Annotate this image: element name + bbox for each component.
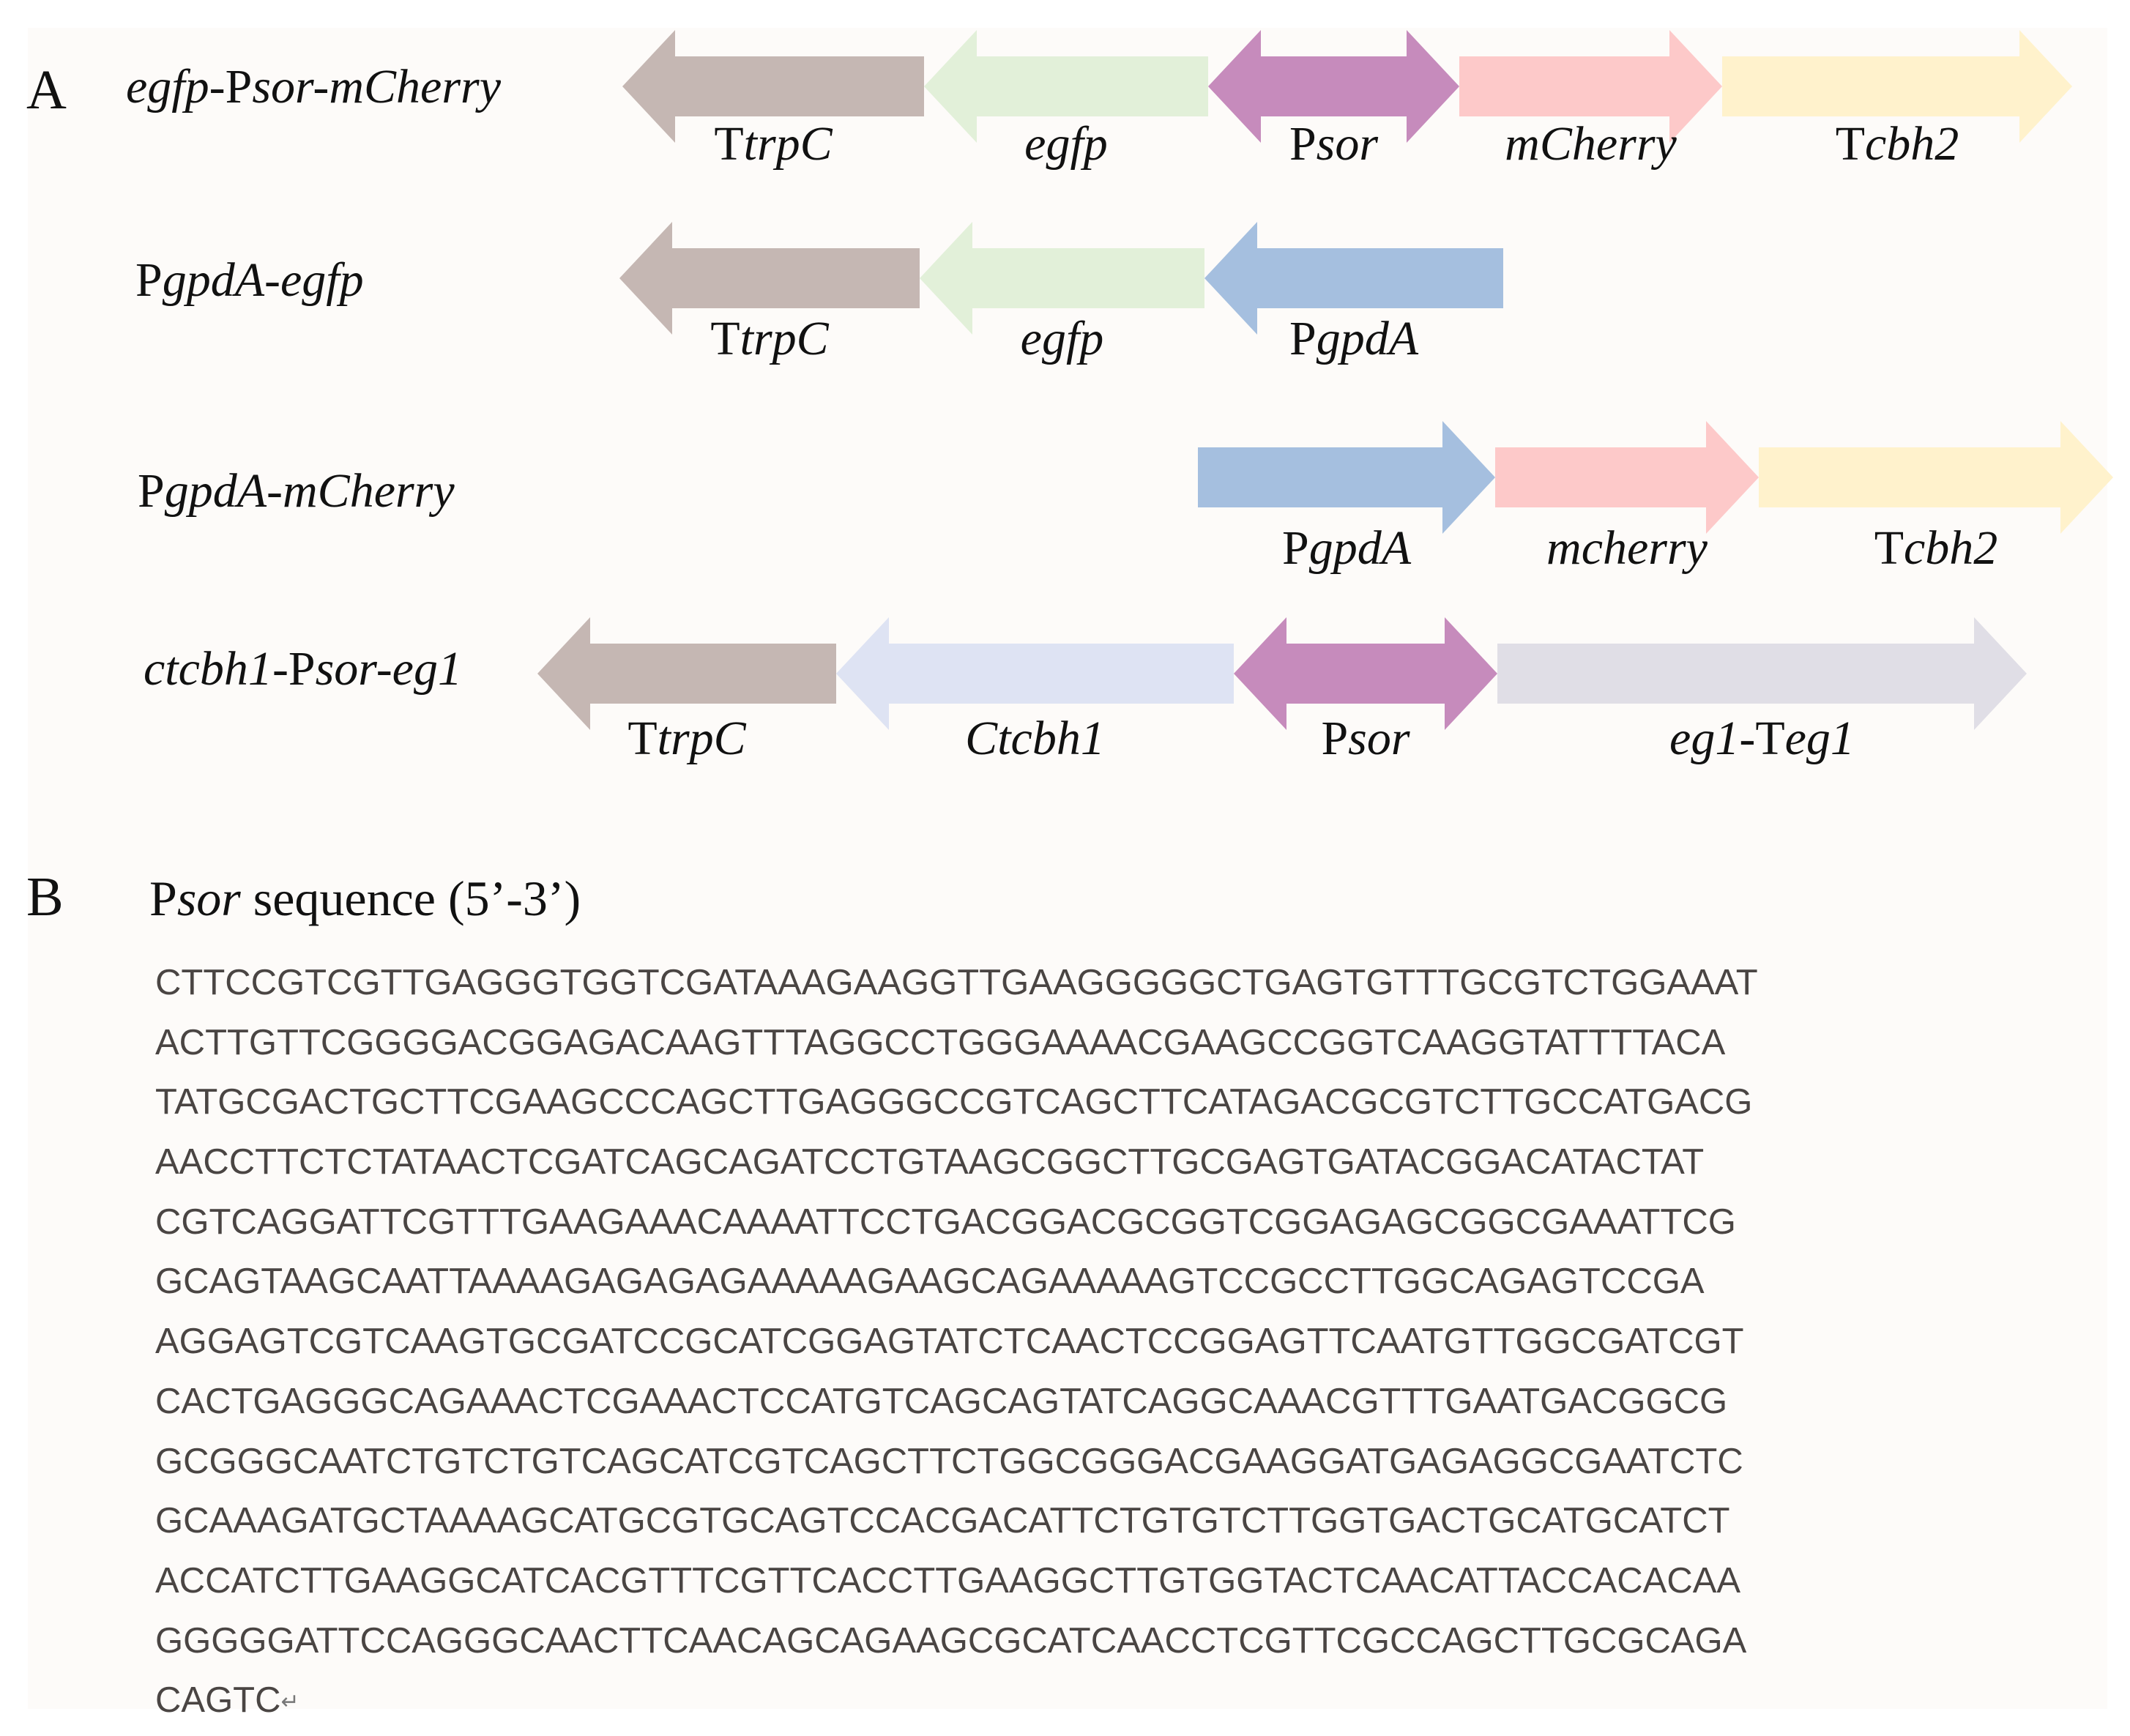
psor-sequence: CTTCCGTCGTTGAGGGTGGTCGATAAAGAAGGTTGAAGGG…	[155, 953, 1758, 1731]
sequence-line: GGGGGATTCCAGGGCAACTTCAACAGCAGAAGCGCATCAA…	[155, 1620, 1747, 1661]
tcbh2-arrow	[1759, 421, 2113, 534]
construct-label: PgpdA-egfp	[135, 253, 364, 307]
egfp-label: egfp	[1024, 117, 1108, 171]
mcherry-label: mCherry	[1505, 117, 1677, 171]
mcherry-arrow	[1459, 30, 1722, 143]
pgpda-arrow	[1204, 222, 1503, 335]
trpc-label: TtrpC	[628, 712, 746, 765]
psor-label: Psor	[1321, 712, 1410, 765]
mcherry-label: mcherry	[1546, 521, 1708, 575]
psor-arrow	[1234, 617, 1497, 730]
trpc-label: TtrpC	[710, 312, 829, 365]
tcbh2-label: Tcbh2	[1836, 117, 1959, 171]
egfp-arrow	[920, 222, 1204, 335]
ctcbh1-label: Ctcbh1	[965, 712, 1105, 765]
mcherry-arrow	[1495, 421, 1759, 534]
trpc-arrow	[622, 30, 924, 143]
egfp-label: egfp	[1021, 312, 1104, 365]
trpc-arrow	[619, 222, 920, 335]
pgpda-arrow	[1198, 421, 1495, 534]
construct-label: ctcbh1-Psor-eg1	[144, 642, 462, 696]
pgpda-label: PgpdA	[1289, 312, 1419, 365]
sequence-line: GCAGTAAGCAATTAAAAGAGAGAGAAAAAGAAGCAGAAAA…	[155, 1262, 1705, 1302]
sequence-line: AACCTTCTCTATAACTCGATCAGCAGATCCTGTAAGCGGC…	[155, 1142, 1705, 1182]
sequence-line: CACTGAGGGCAGAAACTCGAAACTCCATGTCAGCAGTATC…	[155, 1381, 1728, 1421]
tcbh2-arrow	[1722, 30, 2072, 143]
construct-label: PgpdA-mCherry	[138, 464, 455, 518]
egfp-arrow	[924, 30, 1208, 143]
psor-label: Psor	[1289, 117, 1378, 171]
eg1-teg1-arrow	[1497, 617, 2027, 730]
sequence-line: ACCATCTTGAAGGCATCACGTTTCGTTCACCTTGAAGGCT…	[155, 1560, 1741, 1601]
sequence-line: TATGCGACTGCTTCGAAGCCCAGCTTGAGGGCCGTCAGCT…	[155, 1082, 1753, 1122]
trpc-arrow	[537, 617, 836, 730]
panel-label-a: A	[26, 59, 67, 121]
sequence-line: CAGTC↵	[155, 1680, 299, 1721]
tcbh2-label: Tcbh2	[1874, 521, 1998, 575]
paragraph-mark-icon: ↵	[280, 1690, 299, 1715]
pgpda-label: PgpdA	[1282, 521, 1412, 575]
sequence-line: CTTCCGTCGTTGAGGGTGGTCGATAAAGAAGGTTGAAGGG…	[155, 963, 1758, 1002]
trpc-label: TtrpC	[714, 117, 833, 171]
ctcbh1-arrow	[836, 617, 1234, 730]
sequence-line: ACTTGTTCGGGGACGGAGACAAGTTTAGGCCTGGGAAAAC…	[155, 1022, 1726, 1062]
construct-label: egfp-Psor-mCherry	[126, 60, 502, 113]
panel-label-b: B	[26, 866, 64, 928]
eg1-teg1-label: eg1-Teg1	[1669, 712, 1855, 765]
sequence-title: Psor sequence (5’-3’)	[149, 871, 581, 926]
sequence-line: GCAAAGATGCTAAAAGCATGCGTGCAGTCCACGACATTCT…	[155, 1501, 1730, 1541]
sequence-line: CGTCAGGATTCGTTTGAAGAAACAAAATTCCTGACGGACG…	[155, 1202, 1736, 1242]
sequence-line: AGGAGTCGTCAAGTGCGATCCGCATCGGAGTATCTCAACT…	[155, 1322, 1744, 1362]
sequence-line: GCGGGCAATCTGTCTGTCAGCATCGTCAGCTTCTGGCGGG…	[155, 1441, 1743, 1481]
psor-arrow	[1208, 30, 1459, 143]
